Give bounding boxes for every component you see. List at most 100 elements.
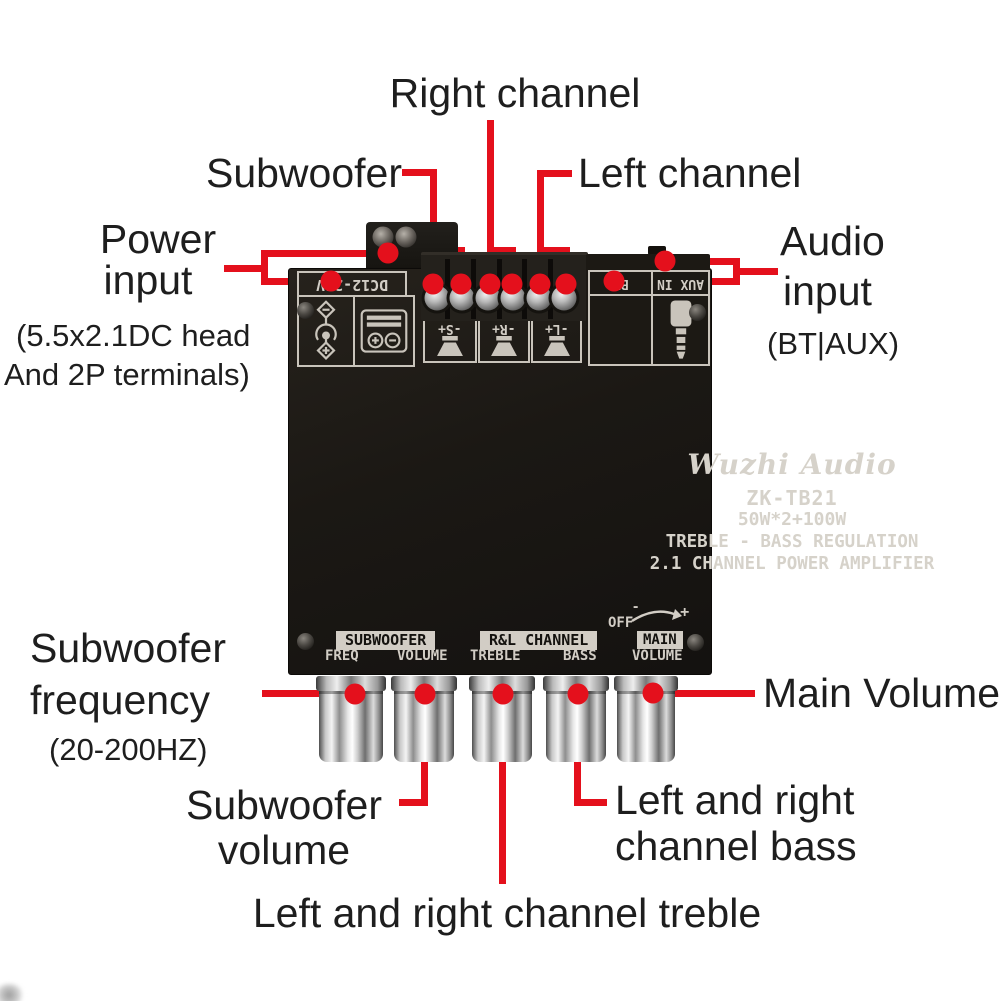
terminal-screw-icon [372, 226, 394, 248]
aux-in-label: AUX IN [657, 275, 704, 291]
label-sub-freq-note: (20-200HZ) [49, 732, 208, 767]
callout-dot [603, 270, 625, 292]
terminal-separator [497, 259, 502, 319]
subwoofer-speaker-box: -S+ [423, 317, 477, 363]
off-label: OFF [608, 615, 634, 631]
callout-line [650, 690, 755, 697]
callout-dot [450, 273, 472, 295]
callout-line [537, 247, 570, 254]
volume-plus-label: + [680, 604, 690, 621]
label-sub-volume-1: Subwoofer [185, 782, 383, 828]
feature-line-1: TREBLE - BASS REGULATION [665, 532, 919, 552]
terminal-screw-icon [395, 226, 417, 248]
speaker-icon [543, 336, 570, 357]
bt-antenna [648, 246, 666, 255]
bt-module-cell [588, 294, 653, 366]
callout-dot [422, 273, 444, 295]
feature-line-2: 2.1 CHANNEL POWER AMPLIFIER [649, 554, 935, 574]
label-left-channel: Left channel [578, 150, 802, 196]
main-volume-knob[interactable] [614, 676, 678, 762]
right-terminal-label: -R+ [492, 321, 516, 336]
callout-dot [414, 683, 436, 705]
label-power-note-1: (5.5x2.1DC head [16, 318, 251, 353]
label-audio-input-2: input [783, 268, 872, 314]
callout-line [740, 268, 778, 275]
callout-dot [320, 270, 342, 292]
subwoofer-section-label: SUBWOOFER [336, 631, 436, 650]
power-rating: 50W*2+100W [737, 509, 847, 530]
callout-line [733, 258, 740, 285]
terminal-separator [471, 259, 476, 319]
left-terminal-label: -L+ [544, 321, 569, 336]
label-audio-note: (BT|AUX) [767, 326, 900, 361]
callout-line [540, 170, 572, 177]
label-lr-bass-2: channel bass [615, 823, 857, 869]
callout-line [261, 250, 391, 257]
volume-direction-arrow-icon [631, 609, 682, 623]
callout-dot [642, 682, 664, 704]
label-power-input-1: Power [99, 216, 217, 262]
speaker-icon [491, 336, 517, 357]
model-number: ZK-TB21 [746, 486, 838, 510]
subwoofer-terminal-label: -S+ [438, 321, 462, 336]
label-lr-bass-1: Left and right [615, 777, 855, 823]
aux-jack-plug-icon [670, 300, 691, 359]
brand-logo-text: Wuzhi Audio [687, 448, 897, 481]
label-power-input-2: input [103, 257, 193, 303]
terminal-2p-box [353, 295, 415, 367]
callout-line [261, 250, 268, 285]
terminal-separator [445, 259, 450, 319]
bass-knob-label: BASS [563, 648, 597, 664]
dc-input-label-box: DC12-24V [297, 271, 407, 297]
terminal-separator [522, 259, 527, 319]
callout-dot [377, 242, 399, 264]
label-main-volume: Main Volume [763, 670, 1001, 716]
right-speaker-box: -R+ [478, 317, 530, 363]
callout-dot [654, 250, 676, 272]
treble-knob-label: TREBLE [470, 648, 521, 664]
aux-label-box: AUX IN [651, 270, 710, 296]
left-speaker-box: -L+ [531, 317, 582, 363]
label-audio-input-1: Audio [780, 218, 885, 264]
callout-line [399, 799, 428, 806]
label-sub-freq-2: frequency [30, 677, 211, 723]
speaker-icon [437, 336, 463, 357]
corner-smudge [0, 984, 24, 1001]
audio-input-module: BT AUX IN [586, 254, 710, 366]
callout-dot [479, 273, 501, 295]
callout-dot [529, 273, 551, 295]
aux-jack-cell [651, 294, 710, 366]
label-power-note-2: And 2P terminals) [4, 357, 250, 392]
label-sub-volume-2: volume [217, 827, 351, 873]
rl-channel-section-label: R&L CHANNEL [480, 631, 598, 650]
callout-line [262, 690, 358, 697]
callout-line [487, 120, 494, 286]
board-screw-icon [687, 634, 704, 651]
terminal-separator [548, 259, 553, 319]
label-subwoofer-terminal: Subwoofer [205, 150, 402, 196]
label-lr-treble: Left and right channel treble [252, 890, 762, 936]
callout-dot [492, 683, 514, 705]
label-sub-freq-1: Subwoofer [30, 625, 227, 671]
callout-dot [555, 273, 577, 295]
board-screw-icon [297, 633, 314, 650]
terminal-2p-icon [360, 309, 408, 353]
callout-line [574, 799, 607, 806]
freq-knob-label: FREQ [325, 648, 359, 664]
sub-volume-knob-label: VOLUME [397, 648, 448, 664]
callout-line [224, 265, 264, 272]
dc-polarity-icon [315, 300, 337, 361]
volume-minus-label: - [633, 598, 639, 615]
callout-dot [567, 683, 589, 705]
callout-dot [501, 273, 523, 295]
main-volume-knob-label: VOLUME [632, 648, 683, 664]
callout-line [537, 170, 544, 286]
callout-line [499, 692, 506, 884]
callout-line [487, 247, 516, 254]
label-right-channel: Right channel [389, 70, 641, 116]
main-section-label: MAIN [637, 631, 683, 649]
board-screw-icon [689, 304, 706, 321]
board-screw-icon [297, 302, 314, 319]
callout-line [402, 169, 436, 176]
